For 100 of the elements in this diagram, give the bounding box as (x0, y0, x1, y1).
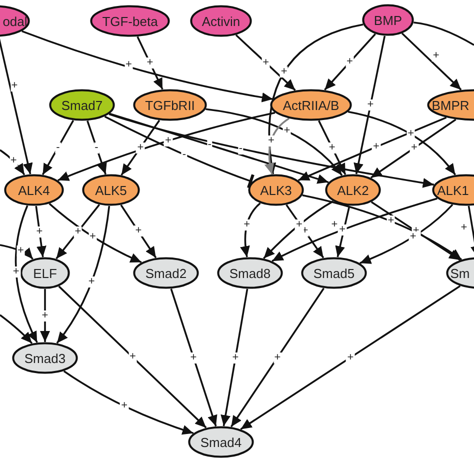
edge-label: + (366, 99, 375, 110)
arrow (302, 194, 462, 260)
node-label: ELF (33, 266, 57, 280)
ellipse-node (188, 426, 254, 458)
edge-label: + (164, 135, 172, 146)
node-label: odal (2, 14, 28, 28)
edge-label: + (124, 59, 133, 70)
edge-label: - (94, 142, 100, 153)
ellipse-node (362, 4, 414, 36)
node-label: Sm (450, 266, 470, 280)
ellipse-node (12, 342, 78, 374)
arrow (354, 36, 386, 174)
arrow (22, 30, 274, 102)
edge-label: + (410, 142, 418, 154)
arrow (86, 120, 107, 175)
edge-label: + (408, 231, 418, 242)
arrow (42, 120, 74, 176)
node-label: Smad5 (313, 266, 355, 280)
arrow (272, 198, 438, 262)
node-label: Activin (202, 14, 240, 28)
edge-label: + (386, 216, 396, 227)
edge-label: + (372, 141, 380, 152)
ellipse-node (49, 89, 115, 121)
arrow (56, 206, 110, 344)
node-label: Smad3 (24, 350, 66, 366)
node-label: ALK3 (260, 182, 292, 198)
edge-label: + (120, 400, 129, 412)
edge-label: + (346, 56, 354, 68)
node-label: ActRIIA/B (282, 98, 340, 112)
edge-label: + (280, 66, 288, 78)
node-label: Smad8 (229, 266, 271, 280)
ellipse-node (20, 257, 70, 289)
arrow (14, 205, 38, 343)
arrow (264, 118, 290, 174)
arrow (263, 200, 334, 260)
arrow (230, 288, 325, 428)
arrow (48, 203, 142, 264)
ellipse-node (248, 174, 304, 206)
arrow (298, 116, 447, 182)
arrow (0, 149, 26, 176)
edge-label: - (55, 142, 61, 154)
node-label: Smad7 (61, 98, 103, 112)
arrow (108, 113, 434, 188)
node-label: ALK5 (95, 182, 127, 198)
ellipse-node (217, 257, 283, 289)
arrow (206, 108, 343, 176)
arrow (360, 204, 454, 264)
arrow (235, 34, 296, 91)
arrow (136, 36, 164, 90)
arrow (370, 118, 456, 178)
arrow (335, 206, 350, 258)
arrow (286, 204, 324, 258)
ellipse-node (90, 5, 170, 37)
arrow (58, 286, 207, 428)
edge-label: + (328, 142, 336, 154)
ellipse-node (301, 257, 367, 289)
edge-label: + (432, 50, 440, 62)
arrow (109, 112, 329, 184)
edge-label: + (10, 80, 19, 91)
edge-label: + (88, 231, 97, 242)
node-label: BMP (374, 12, 402, 28)
ellipse-node (270, 89, 352, 121)
edge-label: + (40, 310, 50, 321)
node-label: TGF-beta (102, 14, 158, 28)
node-label: ALK1 (437, 182, 469, 198)
node-label: Smad4 (200, 434, 242, 450)
node-label: TGFbRII (145, 98, 195, 112)
edge-label: + (128, 352, 137, 363)
ellipse-node (4, 174, 64, 206)
arrow (58, 112, 276, 182)
edge-label: + (273, 352, 282, 363)
arrow (324, 33, 376, 90)
arrow (63, 370, 194, 435)
edge-label: + (87, 276, 96, 288)
arrow (401, 32, 462, 90)
arrow (0, 314, 33, 344)
edge-label: + (146, 58, 154, 68)
edge-label: + (338, 224, 347, 236)
edge-label: + (294, 219, 304, 230)
ellipse-node (190, 5, 252, 37)
edge-label: + (189, 352, 198, 363)
arrow (170, 288, 218, 426)
arrow (370, 201, 461, 261)
edge-label: + (74, 226, 82, 238)
node-label: ALK4 (18, 182, 50, 198)
node-label: BMPR (432, 98, 470, 112)
arrow (120, 204, 157, 258)
arrow (240, 202, 261, 258)
ellipse-node (325, 174, 381, 206)
ellipse-node (133, 89, 207, 121)
edge-label: + (242, 220, 251, 231)
arrow (266, 24, 364, 174)
edge-label: + (136, 142, 145, 154)
edge-label: + (134, 226, 143, 237)
ellipse-node (82, 174, 140, 206)
edge-label: + (231, 352, 240, 363)
arrow (318, 120, 346, 175)
edge-label: + (35, 226, 44, 237)
arrow (240, 285, 461, 430)
arrow (348, 110, 456, 176)
